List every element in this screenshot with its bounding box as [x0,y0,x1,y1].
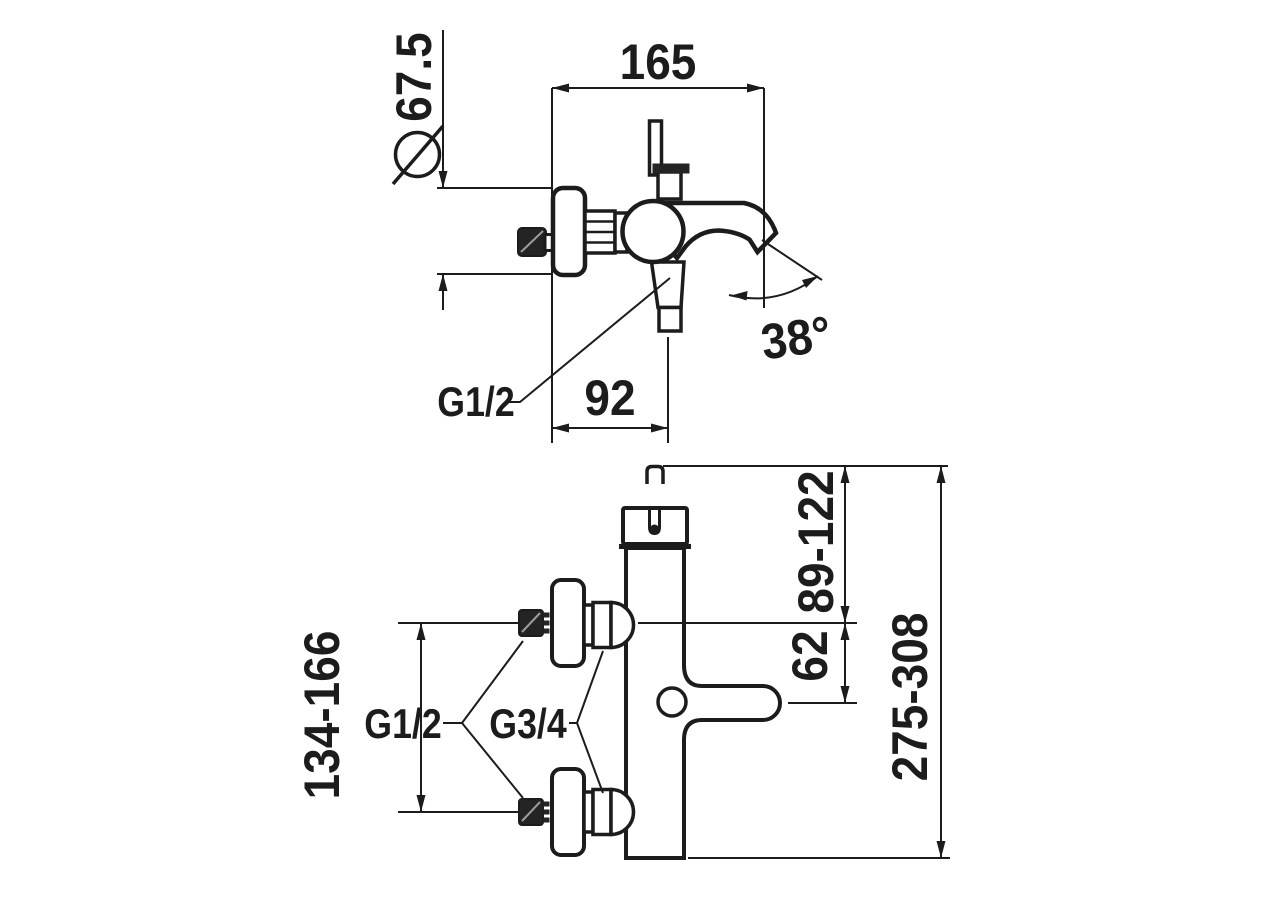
arrow [840,686,850,703]
arrow [936,841,946,858]
dimension-arrows [416,83,946,858]
lever-bar [652,163,690,174]
arrow [731,291,748,301]
dim-spacing-label: 134-166 [294,630,350,800]
body-column [624,546,782,860]
arrow [416,623,426,640]
handle-knob [656,686,688,718]
escutcheon-flange-bottom [550,767,586,857]
outlet-upper [649,260,686,310]
escutcheon-flange [550,185,588,278]
union-nut-cap-bottom [609,787,636,837]
arrow [747,83,764,93]
arrow [840,623,850,640]
arrow [438,274,448,291]
square-highlight [521,612,541,633]
lever-tip [645,464,665,484]
square-highlight [521,801,541,822]
dim-spout-reach-label: 92 [584,370,636,426]
thread-tooth [543,612,550,618]
valve-body [620,198,686,265]
arrow [802,276,818,288]
cap-slot-pin [650,524,659,534]
dim-width-label: 165 [619,34,697,90]
arrow [552,423,569,433]
thread-tooth [543,809,550,815]
union-nut-top [591,600,613,650]
dim-top-center-label: 89-122 [788,470,844,614]
union-nut-bottom [591,787,613,837]
dim-diameter-label: 67.5 [386,32,442,122]
arrow [416,795,426,812]
arrow [936,466,946,483]
leader-g12-front [443,640,524,799]
lever-rod [647,119,664,177]
union-thread-label: G3/4 [489,700,567,747]
spout [655,200,779,262]
arrow [552,83,569,93]
inlet-thread-label: G1/2 [364,700,442,747]
union-nut-cap-top [609,600,636,650]
arrow [840,466,850,483]
leader-g12-side [506,277,671,403]
square-highlight [520,230,544,253]
arrow [651,423,668,433]
thread-tooth [543,817,550,823]
outlet-lower [657,305,683,333]
angle-ref-line [761,239,823,281]
leader-g34-front [569,650,604,794]
diameter-symbol-slash [391,124,445,186]
thread-tooth [543,620,550,626]
dim-overall-label: 275-308 [882,612,938,782]
lever-cup [656,170,683,201]
spout-angle-label: 38° [757,305,835,371]
thread-tooth [543,801,550,807]
front-view [518,464,782,860]
escutcheon-flange-top [550,578,586,668]
dim-center-spout-label: 62 [782,630,838,682]
side-view [517,119,779,333]
dimension-lines [391,30,950,859]
arrow [438,171,448,188]
outlet-thread-label: G1/2 [437,378,515,425]
thread-tooth [543,628,550,634]
diameter-symbol [393,130,442,179]
arrow [840,606,850,623]
